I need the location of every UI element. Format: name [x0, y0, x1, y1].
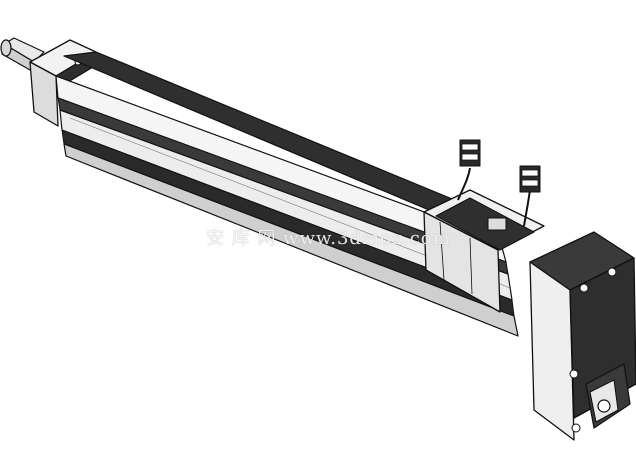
encoder-connector: [457, 139, 481, 201]
servo-motor: [423, 189, 545, 313]
mounting-clevis: [585, 363, 631, 429]
watermark-text: 安 库 网 www.3dmox.com: [206, 228, 451, 249]
gear-housing: [529, 231, 636, 441]
aluminum-profile-body: [55, 51, 533, 337]
power-connector: [519, 165, 541, 227]
piston-rod: [0, 37, 45, 71]
